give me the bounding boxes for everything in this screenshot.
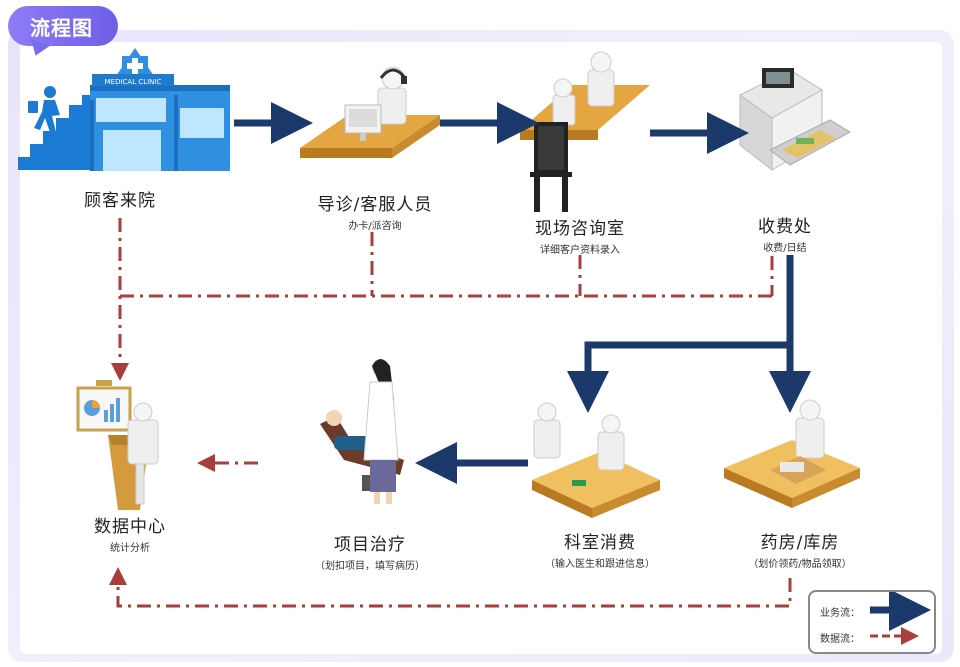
node-data-center-sub: 统计分析 [110, 543, 150, 554]
node-arrival-title: 顾客来院 [84, 191, 156, 211]
treatment-icon [320, 359, 404, 504]
data-center-icon [76, 380, 159, 510]
clinic-building-icon [18, 48, 230, 171]
node-arrival: 顾客来院 [60, 186, 180, 211]
node-dept: 科室消费 （输入医生和跟进信息） [520, 528, 680, 570]
node-consult-sub: 详细客户资料录入 [540, 245, 620, 256]
data-flow-arrows [109, 218, 792, 608]
node-pharmacy-sub: （划价领药/物品领取） [748, 559, 852, 570]
node-data-center-title: 数据中心 [94, 517, 166, 537]
flowchart-badge: 流程图 [8, 6, 118, 46]
clinic-sign-text: MEDICAL CLINIC [105, 78, 162, 86]
cash-register-icon [739, 68, 852, 172]
node-dept-title: 科室消费 [564, 533, 636, 553]
node-pharmacy-title: 药房/库房 [760, 533, 840, 553]
node-cashier-title: 收费处 [758, 217, 812, 237]
node-consult: 现场咨询室 详细客户资料录入 [510, 214, 650, 256]
node-dept-sub: （输入医生和跟进信息） [545, 559, 655, 570]
node-consult-title: 现场咨询室 [535, 219, 625, 239]
consult-room-icon [520, 51, 650, 212]
legend-business-label: 业务流： [820, 608, 860, 619]
node-treatment-sub: （划扣项目，填写病历） [315, 561, 425, 572]
pharmacy-icon [724, 399, 860, 508]
node-cashier: 收费处 收费/日结 [730, 212, 840, 254]
department-icon [532, 402, 660, 518]
legend-swatches [870, 592, 931, 645]
node-treatment-title: 项目治疗 [334, 535, 406, 555]
node-reception-sub: 办卡/派咨询 [348, 221, 402, 232]
node-reception: 导诊/客服人员 办卡/派咨询 [300, 190, 450, 232]
legend-data-label: 数据流： [820, 634, 860, 645]
node-reception-title: 导诊/客服人员 [317, 195, 433, 215]
business-flow-arrows [234, 102, 811, 484]
reception-desk-icon [300, 66, 440, 158]
badge-title: 流程图 [30, 15, 93, 40]
node-pharmacy: 药房/库房 （划价领药/物品领取） [720, 528, 880, 570]
node-treatment: 项目治疗 （划扣项目，填写病历） [290, 530, 450, 572]
legend-box: 业务流： 数据流： [808, 590, 936, 654]
node-cashier-sub: 收费/日结 [763, 243, 807, 254]
node-data-center: 数据中心 统计分析 [75, 512, 185, 554]
